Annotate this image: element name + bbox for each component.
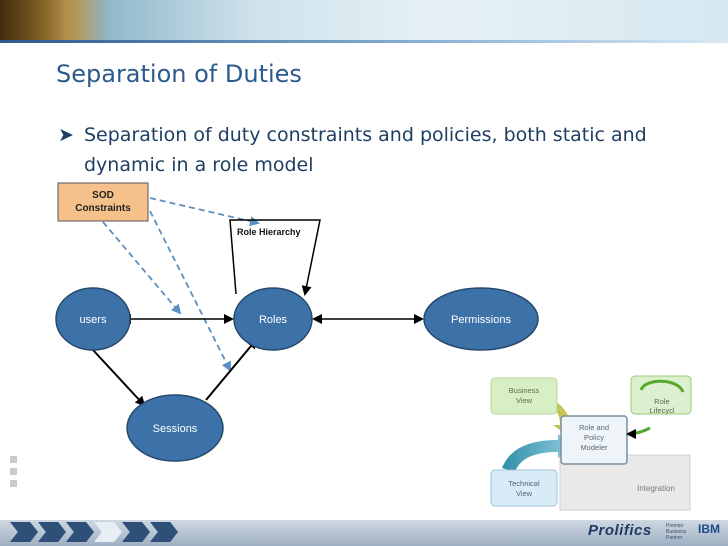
side-dot [10,468,17,475]
business-view-line2: View [516,396,533,405]
footer-chevron-icon [38,522,66,542]
role-hierarchy-loop [229,219,321,296]
users-node [55,287,131,351]
integration-label: Integration [637,484,675,493]
sod-label-line2: Constraints [75,203,131,214]
roles-label: Roles [259,314,288,326]
footer-bar [0,520,728,546]
sod-arrow-to-hierarchy [149,197,260,227]
lifecycle-loop-icon [639,379,685,393]
lifecycle-to-modeler-arrow [626,426,651,439]
integration-panel [559,454,691,511]
modeler-line3: Modeler [580,443,608,452]
prolifics-logo: Prolifics [588,522,652,539]
footer-chevron-icon [150,522,178,542]
technical-view-box [490,469,558,507]
sod-label-line1: SOD [92,190,114,201]
footer-chevron-icon [66,522,94,542]
title-rule [0,40,728,43]
technical-view-line1: Technical [508,479,540,488]
sod-constraints-box [57,182,149,222]
users-label: users [80,314,107,326]
users-sessions-connector [92,349,146,407]
role-policy-modeler-box [560,415,628,465]
sessions-node [126,394,224,462]
footer-chevron-icon [10,522,38,542]
modeler-line1: Role and [579,423,609,432]
arrow-bullet-icon: ➤ [58,125,74,146]
modeler-line2: Policy [584,433,604,442]
sessions-label: Sessions [153,423,198,435]
page-title: Separation of Duties [56,60,302,88]
bullet-text: Separation of duty constraints and polic… [84,124,647,176]
side-dot [10,480,17,487]
partner-text: Premier Business Partner [666,523,687,541]
footer-chevron-icon [94,522,122,542]
side-dot [10,456,17,463]
role-lifecycle-line2: Lifecycl [649,406,674,415]
permissions-node [423,287,539,351]
role-lifecycle-line1: Role [654,397,669,406]
header-band [0,0,728,40]
sessions-roles-connector [205,338,258,401]
technical-arrow-icon [502,434,572,472]
business-view-box [490,377,558,415]
role-hierarchy-label: Role Hierarchy [237,227,301,237]
header-photo [0,0,110,40]
technical-view-line2: View [516,489,533,498]
permissions-label: Permissions [451,314,511,326]
footer-chevron-icon [122,522,150,542]
side-dots [10,456,20,500]
roles-node [233,287,313,351]
business-view-line1: Business [509,386,540,395]
role-modeler-inset: Integration Business View Role and Polic… [490,375,692,511]
ibm-logo: IBM [698,522,720,536]
